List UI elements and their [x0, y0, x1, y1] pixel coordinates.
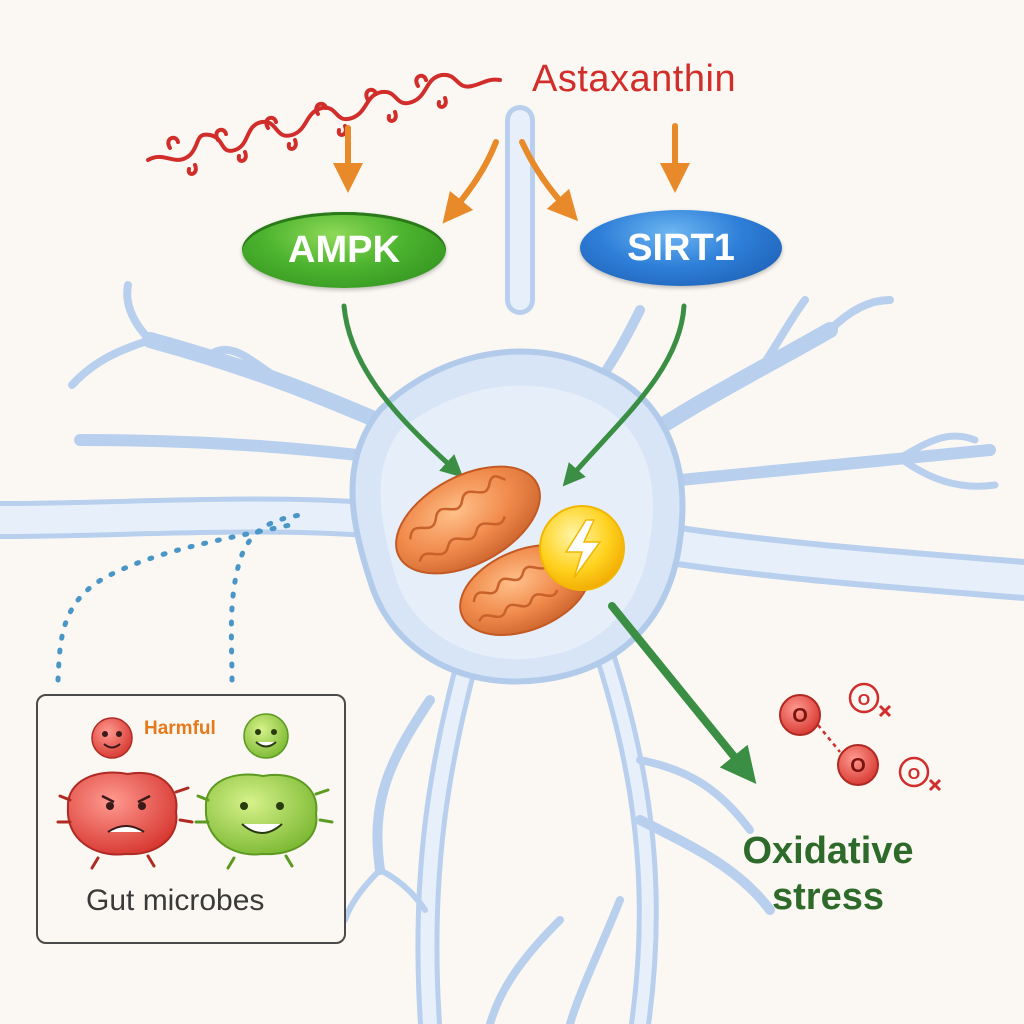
ampk-node: AMPK — [242, 212, 446, 288]
reactive-oxygen-species-icon — [779, 682, 942, 792]
ros-label: O — [908, 766, 920, 783]
harmful-microbe-large-icon — [56, 771, 194, 870]
mitochondria-arrows — [341, 303, 757, 784]
ros-label: O — [850, 755, 866, 777]
neuron-cell — [0, 105, 1024, 1024]
gut-microbes-caption: Gut microbes — [86, 884, 265, 917]
astaxanthin-label: Astaxanthin — [532, 58, 737, 100]
energy-lightning-icon — [539, 505, 625, 591]
ros-label: O — [858, 692, 870, 709]
stress-line: stress — [772, 876, 884, 918]
oxidative-stress-label: Oxidative stress — [718, 828, 938, 920]
gut-microbes-panel — [36, 694, 346, 944]
beneficial-microbe-large-icon — [194, 773, 334, 870]
ros-labels: O O O O — [792, 692, 920, 783]
ros-label: O — [792, 705, 808, 727]
harmful-label: Harmful — [144, 718, 216, 739]
activation-arrows — [333, 123, 690, 224]
harmful-microbe-small-icon — [91, 717, 133, 759]
microbes-illustration — [56, 713, 334, 870]
oxidative-line: Oxidative — [742, 830, 914, 872]
sirt1-node: SIRT1 — [580, 210, 782, 286]
astaxanthin-molecule-icon — [146, 72, 502, 176]
gut-brain-dotted-lines — [55, 512, 303, 683]
beneficial-microbe-small-icon — [243, 713, 289, 759]
